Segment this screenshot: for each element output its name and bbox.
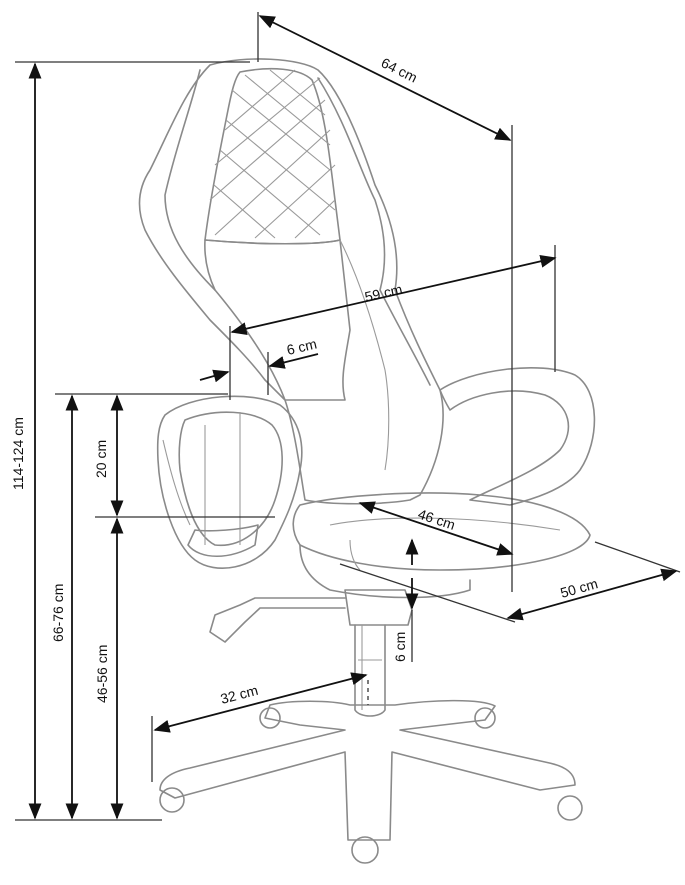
label-depth-top: 64 cm — [379, 54, 420, 85]
backrest-side-stripe-left — [164, 69, 216, 291]
dim-line-depth-top — [258, 15, 512, 141]
label-total-height: 114-124 cm — [10, 417, 26, 490]
armrest-right — [439, 367, 596, 506]
dim-line-width-armrests — [230, 254, 557, 336]
gas-lift-cylinder — [354, 624, 386, 717]
armrest-left-pad — [162, 412, 241, 545]
armrest-left — [156, 395, 303, 569]
dimension-labels: 64 cm 59 cm 6 cm 20 cm 46 cm 50 cm 6 cm … — [10, 54, 600, 707]
dim-line-armrest-width — [199, 369, 230, 383]
label-width-armrests: 59 cm — [363, 281, 404, 305]
backrest-side-stripe-right-inner — [339, 239, 390, 471]
backrest-lumbar-panel — [204, 239, 351, 401]
backrest-side-stripe-right — [317, 77, 431, 386]
armrest-left-support — [187, 524, 259, 557]
label-armrest-width: 6 cm — [285, 336, 318, 358]
tilt-lever — [209, 597, 346, 643]
gas-lift-cover — [358, 625, 382, 710]
label-armrest-floor-height: 66-76 cm — [50, 584, 66, 642]
dim-line-seat-depth — [506, 568, 678, 621]
label-armrest-height: 20 cm — [93, 440, 109, 478]
seat-mechanism — [344, 589, 413, 626]
armrest-left-inner — [178, 411, 283, 547]
seat-cushion — [292, 492, 591, 571]
base-star — [159, 699, 576, 841]
dimension-lines — [15, 12, 681, 821]
label-seat-depth: 50 cm — [559, 575, 600, 601]
dim-line-base-radius — [153, 672, 368, 733]
seat-underside — [299, 544, 471, 599]
label-seat-height: 46-56 cm — [94, 645, 110, 703]
chair-drawing — [138, 58, 596, 864]
label-seat-thickness: 6 cm — [392, 632, 408, 662]
dim-line-seat-width — [358, 501, 514, 556]
label-base-radius: 32 cm — [219, 682, 260, 707]
backrest-quilting — [209, 69, 336, 239]
